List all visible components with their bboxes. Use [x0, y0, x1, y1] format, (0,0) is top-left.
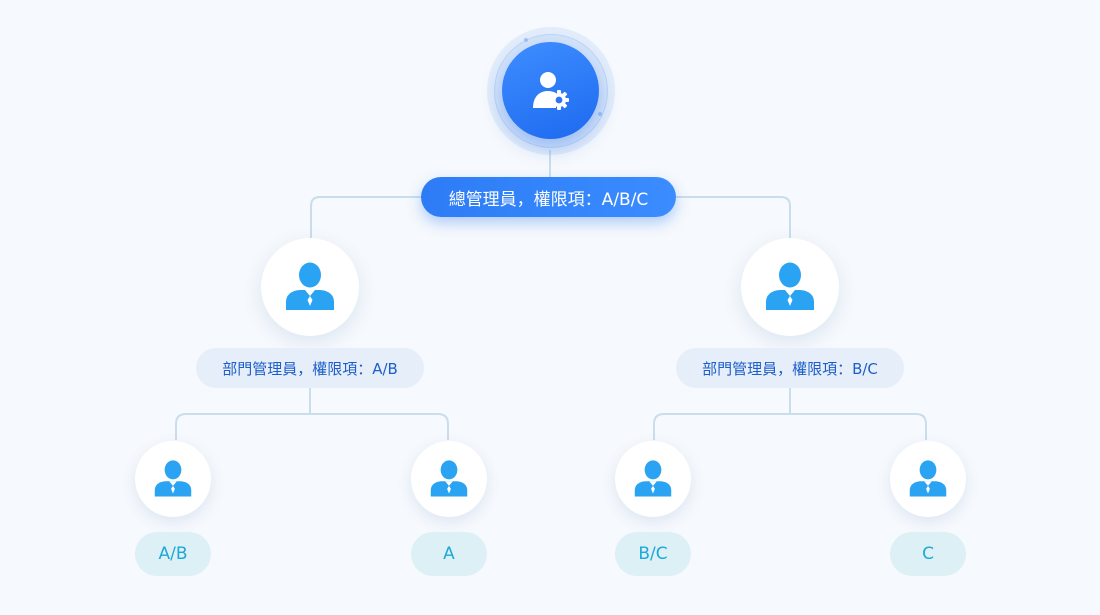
person-icon	[430, 460, 468, 497]
member-label-ab: A/B	[135, 532, 211, 576]
dept-admin-label-left: 部門管理員，權限項：A/B	[196, 348, 424, 388]
dept-admin-node-left	[261, 238, 359, 336]
person-icon	[766, 262, 814, 310]
dept-admin-node-right	[741, 238, 839, 336]
root-branch-line	[310, 196, 791, 238]
person-icon	[286, 262, 334, 310]
dept-admin-label-right: 部門管理員，權限項：B/C	[676, 348, 904, 388]
member-label-bc: B/C	[615, 532, 691, 576]
member-node-bc	[615, 441, 691, 517]
halo-dot	[524, 38, 528, 42]
halo-dot	[598, 112, 602, 116]
root-admin-node	[502, 42, 599, 139]
person-icon	[909, 460, 947, 497]
root-admin-label: 總管理員，權限項：A/B/C	[421, 177, 676, 217]
dept-right-branch-line	[653, 388, 927, 440]
member-label-a: A	[411, 532, 487, 576]
member-node-ab	[135, 441, 211, 517]
dept-left-branch-line	[175, 388, 449, 440]
member-label-c: C	[890, 532, 966, 576]
person-icon	[634, 460, 672, 497]
member-node-a	[411, 441, 487, 517]
member-node-c	[890, 441, 966, 517]
person-icon	[154, 460, 192, 497]
user-gear-icon	[532, 71, 569, 110]
